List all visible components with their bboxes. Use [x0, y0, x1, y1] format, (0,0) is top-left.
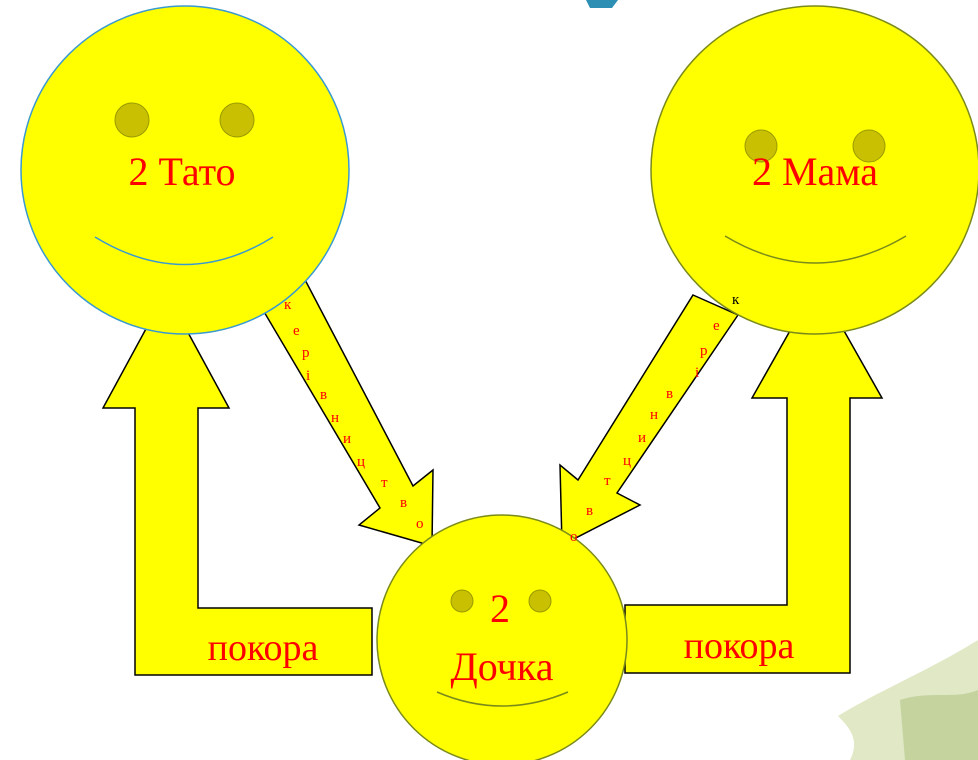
guidance-letter: ц — [357, 454, 365, 470]
obedience-arrow-right — [624, 281, 884, 674]
guidance-letter: р — [302, 345, 310, 361]
guidance-letter: о — [570, 529, 578, 545]
guidance-letter: и — [343, 431, 351, 447]
mother-face: 2 Мама — [650, 5, 978, 335]
guidance-letters-right: к е р і в н и ц т в о — [570, 292, 740, 545]
daughter-face-circle — [376, 514, 628, 760]
daughter-right-eye — [528, 589, 552, 613]
mother-right-eye — [852, 129, 886, 163]
guidance-arrow-right — [559, 294, 740, 547]
guidance-letter: і — [306, 368, 310, 384]
guidance-letter: в — [320, 387, 327, 403]
guidance-letter: е — [713, 318, 720, 334]
mother-smile — [724, 235, 907, 264]
guidance-letter: е — [293, 323, 300, 339]
mother-left-eye — [744, 129, 778, 163]
guidance-letter: и — [638, 430, 646, 446]
father-right-eye — [219, 102, 255, 138]
obedience-label-right: покора — [684, 625, 795, 667]
father-smile — [94, 236, 274, 266]
guidance-letter: ц — [623, 453, 631, 469]
obedience-label-left: покора — [208, 627, 319, 669]
top-decoration — [586, 0, 618, 8]
father-face-circle — [20, 5, 350, 335]
daughter-smile — [436, 691, 569, 707]
guidance-letter: і — [695, 365, 699, 381]
guidance-letters-left: к е р і в н и ц т в о — [284, 297, 424, 532]
daughter-label-line2: Дочка — [451, 644, 554, 689]
mother-face-circle — [650, 5, 978, 335]
daughter-left-eye — [450, 589, 474, 613]
guidance-letter: т — [604, 473, 611, 489]
daughter-face: 2 Дочка — [376, 514, 628, 760]
father-left-eye — [114, 102, 150, 138]
guidance-letter: о — [416, 516, 424, 532]
guidance-letter: в — [400, 495, 407, 511]
guidance-letter: к — [732, 292, 740, 308]
guidance-letter: н — [331, 410, 339, 426]
guidance-letter: в — [586, 503, 593, 519]
guidance-letter: р — [700, 343, 708, 359]
guidance-letter: н — [650, 407, 658, 423]
father-face: 2 Тато — [20, 5, 350, 335]
guidance-letter: к — [284, 297, 292, 313]
guidance-letter: т — [381, 475, 388, 491]
mother-label: 2 Мама — [752, 149, 878, 194]
father-label: 2 Тато — [128, 149, 235, 194]
daughter-label-line1: 2 — [490, 586, 510, 631]
corner-leaf-decoration-2 — [900, 690, 978, 760]
obedience-arrow-left — [101, 290, 373, 676]
guidance-letter: в — [666, 386, 673, 402]
